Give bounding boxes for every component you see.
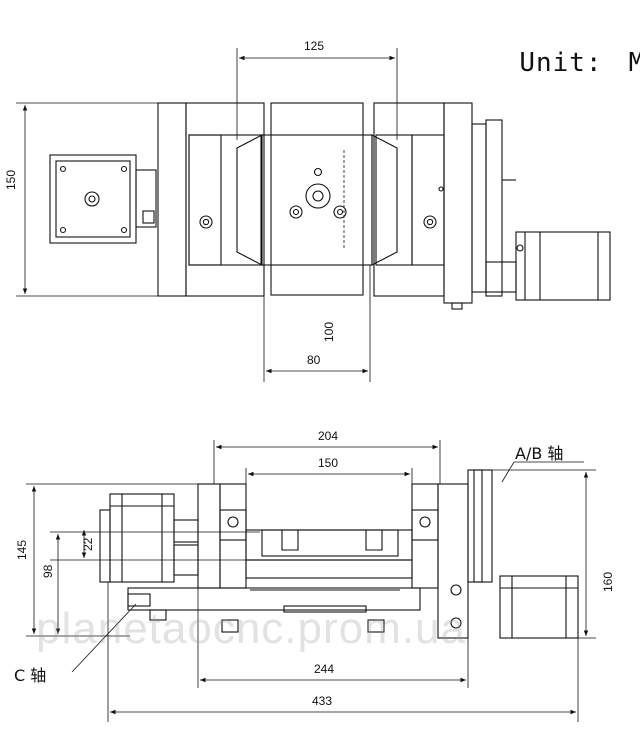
dim-top-125: 125	[304, 39, 324, 53]
unit-label: Unit:	[519, 48, 603, 78]
dim-160: 160	[601, 572, 615, 592]
ab-axis-label: A/B 轴	[515, 444, 564, 463]
dim-top-150: 150	[4, 170, 18, 190]
ab-stepper-motor	[485, 231, 611, 301]
dim-145: 145	[15, 540, 29, 560]
center-rotary-table	[236, 102, 398, 296]
dim-204: 204	[318, 429, 338, 443]
dim-98: 98	[41, 564, 55, 578]
dim-top-80: 80	[307, 353, 321, 367]
dim-244: 244	[314, 662, 334, 676]
left-stepper-motor	[49, 154, 157, 244]
top-view-dimensions	[16, 48, 398, 382]
unit-caption: Unit: MM	[486, 18, 640, 78]
dim-150: 150	[318, 456, 338, 470]
unit-value: MM	[628, 48, 640, 78]
watermark-text: planetaocnc.prom.ua	[36, 604, 466, 653]
top-view	[49, 102, 611, 310]
dim-22: 22	[81, 537, 95, 551]
c-axis-label: C 轴	[14, 666, 47, 685]
dim-433: 433	[312, 694, 332, 708]
dim-top-100: 100	[322, 322, 336, 342]
c-axis-stepper-motor	[99, 493, 199, 583]
front-view-dimensions	[26, 440, 596, 722]
